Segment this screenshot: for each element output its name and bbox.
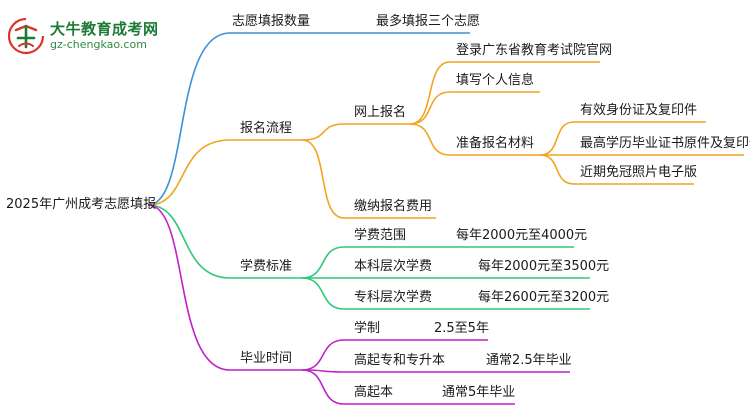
connector-online-to-info: [409, 91, 451, 125]
node-id-card: 有效身份证及复印件: [580, 103, 698, 118]
node-max-three: 最多填报三个志愿: [376, 14, 481, 29]
node-prepare-materials: 准备报名材料: [456, 136, 535, 151]
node-direct-value: 通常5年毕业: [442, 385, 516, 400]
node-duration-value: 2.5至5年: [434, 321, 489, 336]
connector-process-to-payment: [301, 139, 345, 219]
node-college-fee: 专科层次学费: [354, 290, 433, 305]
brand-logo: 大牛教育成考网 gz-chengkao.com: [6, 16, 176, 56]
node-pay-fee: 缴纳报名费用: [354, 199, 433, 214]
node-fee-range: 学费范围: [354, 228, 407, 243]
branch-process: 报名流程: [240, 121, 293, 136]
branch-graduation: 毕业时间: [240, 351, 293, 366]
connector-online-to-login: [409, 61, 451, 125]
node-online-registration: 网上报名: [354, 105, 407, 120]
connector-materials-to-photo: [539, 154, 575, 185]
node-undergrad-fee-value: 每年2000元至3500元: [478, 259, 610, 274]
connector-online-to-materials: [409, 123, 451, 156]
bull-logo-icon: [7, 17, 45, 55]
node-college-fee-value: 每年2600元至3200元: [478, 290, 610, 305]
connector-root-to-process: [147, 139, 231, 206]
connector-root-to-quantity: [147, 32, 231, 206]
brand-name: 大牛教育成考网: [50, 20, 159, 38]
connector-grad-to-direct: [301, 369, 345, 405]
node-diploma: 最高学历毕业证书原件及复印件: [580, 136, 750, 151]
connector-fees-to-college: [301, 277, 345, 310]
node-undergrad-fee: 本科层次学费: [354, 259, 433, 274]
node-pathways-value: 通常2.5年毕业: [486, 353, 572, 368]
node-photo: 近期免冠照片电子版: [580, 165, 698, 180]
node-direct: 高起本: [354, 385, 394, 400]
connector-grad-to-system: [301, 339, 345, 371]
branch-quantity: 志愿填报数量: [232, 14, 311, 29]
connector-materials-to-id: [539, 121, 575, 156]
node-pathways: 高起专和专升本: [354, 353, 446, 368]
root-node: 2025年广州成考志愿填报: [6, 197, 157, 212]
node-login-site: 登录广东省教育考试院官网: [456, 43, 613, 58]
connector-root-to-graduation: [147, 204, 231, 371]
branch-fees: 学费标准: [240, 259, 293, 274]
brand-url: gz-chengkao.com: [50, 38, 147, 51]
node-fill-info: 填写个人信息: [456, 73, 535, 88]
node-fee-range-value: 每年2000元至4000元: [456, 228, 588, 243]
connector-root-to-fees: [147, 204, 231, 279]
connector-fees-to-range: [301, 246, 345, 279]
connector-process-to-online: [301, 123, 345, 141]
node-duration: 学制: [354, 321, 381, 336]
